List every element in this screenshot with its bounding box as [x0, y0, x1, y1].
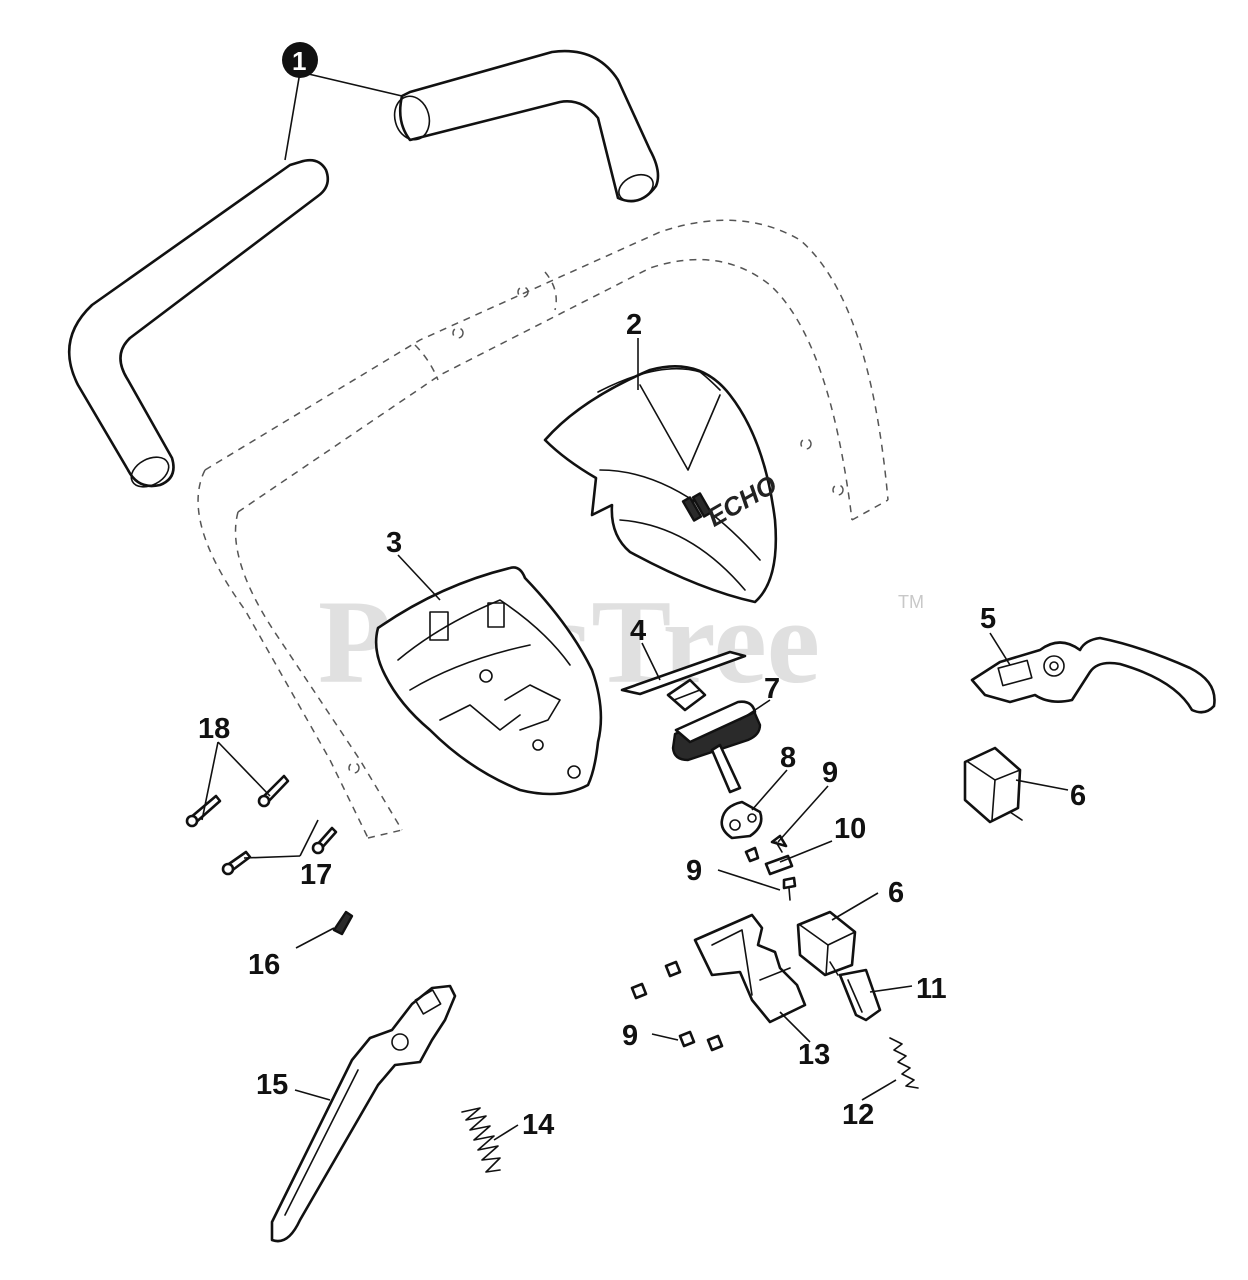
part-9-screw-b: [744, 846, 760, 863]
callout-10: 10: [834, 813, 866, 845]
callout-18: 18: [198, 713, 230, 745]
part-3-housing: [374, 566, 603, 796]
callout-3: 3: [386, 527, 402, 559]
ghost-handle-frame: [197, 219, 889, 839]
callout-5: 5: [980, 603, 996, 635]
callout-8: 8: [780, 742, 796, 774]
callout-9-lower: 9: [622, 1020, 638, 1052]
watermark-trademark: TM: [898, 592, 924, 612]
callout-9-upper: 9: [822, 757, 838, 789]
part-12-spring: [889, 1037, 919, 1089]
part-9-screw-d: [630, 960, 682, 1000]
callout-14: 14: [522, 1109, 554, 1141]
part-14-spring: [461, 1107, 501, 1173]
part-9-screw-e: [678, 1030, 724, 1052]
callout-13: 13: [798, 1039, 830, 1071]
part-18-screws: [185, 774, 290, 828]
leader-lines: [201, 71, 1069, 1141]
part-2-top-cover: ECHO: [543, 365, 782, 604]
part-15-lever-lower: [270, 984, 457, 1243]
callout-17: 17: [300, 859, 332, 891]
callout-11: 11: [916, 973, 947, 1005]
part-1-grip-lower: [67, 158, 330, 488]
part-9-screw-c: [782, 876, 797, 901]
svg-text:1: 1: [292, 46, 306, 76]
part-9-screw-a: [770, 834, 788, 853]
callout-1: 1: [282, 42, 318, 78]
callout-2: 2: [626, 309, 642, 341]
part-5-lever-upper: [970, 636, 1216, 714]
part-4-plate: [620, 650, 747, 712]
callout-4: 4: [630, 615, 646, 647]
part-11-plunger: [838, 968, 882, 1022]
part-16-screw: [332, 910, 354, 936]
callout-9-middle: 9: [686, 855, 702, 887]
part-13-bracket: [693, 913, 807, 1024]
callout-6-right: 6: [1070, 780, 1086, 812]
callout-7: 7: [764, 673, 780, 705]
part-6-switch-lower: [796, 910, 857, 977]
callout-16: 16: [248, 949, 280, 981]
part-6-switch-right: [963, 746, 1023, 824]
part-8-clamp: [720, 800, 763, 840]
callout-6-lower: 6: [888, 877, 904, 909]
part-1-grip-upper: [393, 49, 660, 203]
callout-15: 15: [256, 1069, 288, 1101]
callout-12: 12: [842, 1099, 874, 1131]
part-7-knob: [671, 700, 762, 794]
